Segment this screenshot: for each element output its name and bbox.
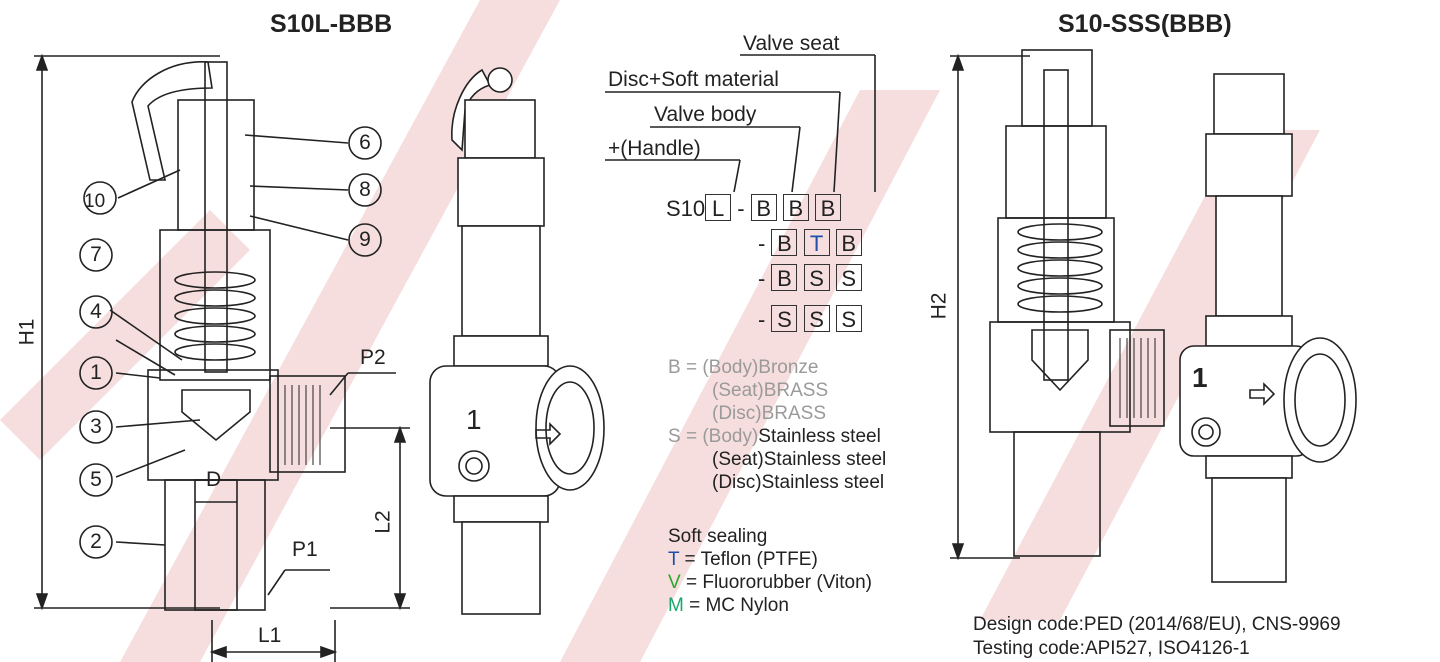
label-valve-body: Valve body: [654, 103, 757, 126]
callout-2: 2: [90, 530, 102, 553]
valve-external-right: [1179, 73, 1357, 583]
callout-7: 7: [90, 243, 102, 266]
dim-l2: L2: [371, 510, 395, 534]
code-info: Design code:PED (2014/68/EU), CNS-9969 T…: [973, 613, 1341, 661]
model-code-leaders: [605, 54, 876, 193]
testing-code: Testing code:API527, ISO4126-1: [973, 638, 1250, 659]
label-disc-soft: Disc+Soft material: [608, 68, 779, 91]
dim-d: D: [206, 468, 222, 491]
body-number-right: 1: [1192, 362, 1208, 393]
label-valve-seat: Valve seat: [743, 32, 840, 55]
callout-1: 1: [90, 361, 102, 384]
callout-4: 4: [90, 300, 102, 323]
code-row-2: - B T B: [758, 229, 862, 257]
valve-external-left: [429, 67, 605, 615]
code-handle-box: L: [705, 194, 732, 221]
section-drawing-left: [34, 53, 410, 662]
code-row-3: - B S S: [758, 264, 862, 292]
body-number-left: 1: [466, 404, 482, 435]
dim-p1: P1: [292, 538, 318, 561]
left-title: S10L-BBB: [270, 10, 393, 38]
right-title: S10-SSS(BBB): [1058, 10, 1232, 38]
design-code: Design code:PED (2014/68/EU), CNS-9969: [973, 614, 1341, 635]
materials-list: B = (Body)Bronze (Seat)BRASS (Disc)BRASS…: [668, 357, 887, 493]
section-drawing-right: [950, 49, 1165, 561]
label-handle: +(Handle): [608, 137, 701, 160]
dim-h1: H1: [15, 318, 39, 346]
soft-sealing-list: Soft sealing T = Teflon (PTFE) V = Fluor…: [668, 526, 873, 616]
dim-l1: L1: [258, 624, 282, 647]
callout-5: 5: [90, 468, 102, 491]
callout-6: 6: [359, 131, 371, 154]
dim-p2: P2: [360, 346, 386, 369]
callout-3: 3: [90, 415, 102, 438]
callout-9: 9: [359, 228, 371, 251]
callout-8: 8: [359, 178, 371, 201]
callout-10: 10: [84, 191, 106, 212]
code-row-4: - S S S: [758, 305, 862, 333]
dim-h2: H2: [927, 292, 951, 320]
